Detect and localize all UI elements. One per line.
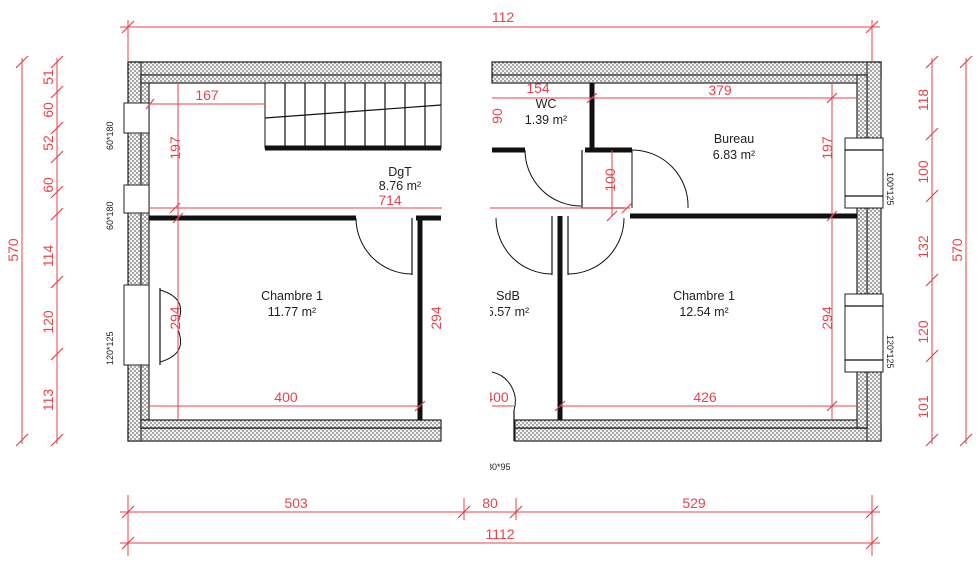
window-label-bottom: 80*95 [487, 462, 511, 472]
dim-100: 100 [602, 168, 618, 192]
window-label-left-low: 120*125 [105, 331, 115, 365]
room-bureau-name: Bureau [714, 132, 754, 146]
dimension-top: 112 [120, 9, 880, 62]
dim-bottom-left: 503 [284, 495, 308, 511]
dimension-right: 570 118 100 132 120 101 [915, 55, 973, 447]
dimension-inner: 167 197 294 714 400 294 154 90 379 100 1… [145, 80, 857, 420]
room-chambre-left-name: Chambre 1 [261, 289, 323, 303]
dim-left-chain-0: 51 [40, 69, 56, 85]
window-label-left-top: 60*180 [105, 121, 115, 150]
dim-right-chain-2: 132 [915, 235, 931, 259]
dim-right-chain-3: 120 [915, 320, 931, 344]
dim-90: 90 [489, 108, 505, 124]
dimension-bottom: 503 80 529 1112 [120, 495, 880, 556]
left-windows [123, 102, 182, 366]
dim-197-left: 197 [167, 136, 183, 160]
dim-167: 167 [195, 87, 219, 103]
room-sdb-name: SdB [496, 289, 520, 303]
dim-400-mid: 400 [485, 389, 509, 405]
dim-right-total: 570 [949, 238, 965, 262]
room-labels: DgT 8.76 m² WC 1.39 m² Bureau 6.83 m² Ch… [261, 97, 755, 319]
inner-outline [140, 74, 868, 429]
dim-right-chain-1: 100 [915, 160, 931, 184]
room-sdb-area: 5.57 m² [487, 305, 529, 319]
dim-294-mid: 294 [428, 306, 444, 330]
dim-bottom-right: 529 [682, 495, 706, 511]
dim-left-chain-2: 52 [40, 135, 56, 151]
section-gap [442, 40, 490, 480]
dimension-left: 570 51 60 52 60 114 120 113 [5, 55, 64, 447]
window-label-left-mid: 60*180 [105, 201, 115, 230]
dim-left-chain-3: 60 [40, 177, 56, 193]
room-chambre-left-area: 11.77 m² [268, 305, 316, 319]
window-labels: 60*180 60*180 120*125 100*125 120*125 80… [105, 121, 895, 472]
door-swings [355, 149, 689, 411]
dim-left-total: 570 [5, 238, 21, 262]
dim-left-chain-5: 120 [40, 310, 56, 334]
dim-197-right: 197 [819, 136, 835, 160]
dim-bottom-total: 1112 [485, 526, 514, 542]
dim-left-chain-1: 60 [40, 102, 56, 118]
dim-left-chain-4: 114 [40, 245, 56, 268]
room-chambre-right-name: Chambre 1 [673, 289, 735, 303]
dim-294-right: 294 [819, 306, 835, 330]
dim-bottom-mid: 80 [482, 495, 498, 511]
dim-right-chain-4: 101 [915, 395, 931, 419]
room-chambre-right-area: 12.54 m² [679, 305, 728, 319]
dim-714: 714 [378, 192, 402, 208]
right-windows [844, 137, 884, 373]
dim-top-total: 112 [492, 9, 515, 25]
room-dgt-name: DgT [388, 165, 412, 179]
dim-left-chain-6: 113 [40, 389, 56, 412]
dim-right-chain-0: 118 [915, 89, 931, 112]
dim-154: 154 [526, 80, 550, 96]
partitions [149, 83, 857, 441]
dim-379: 379 [708, 82, 732, 98]
room-wc-name: WC [536, 97, 557, 111]
window-label-right-low: 120*125 [885, 335, 895, 369]
outer-walls-right [491, 61, 882, 442]
room-dgt-area: 8.76 m² [379, 179, 421, 193]
dim-426: 426 [693, 389, 717, 405]
room-wc-area: 1.39 m² [525, 113, 567, 127]
room-bureau-area: 6.83 m² [713, 148, 755, 162]
window-label-right-top: 100*125 [885, 172, 895, 206]
dim-400: 400 [274, 389, 298, 405]
staircase [264, 82, 442, 151]
dim-294-left: 294 [167, 306, 183, 330]
